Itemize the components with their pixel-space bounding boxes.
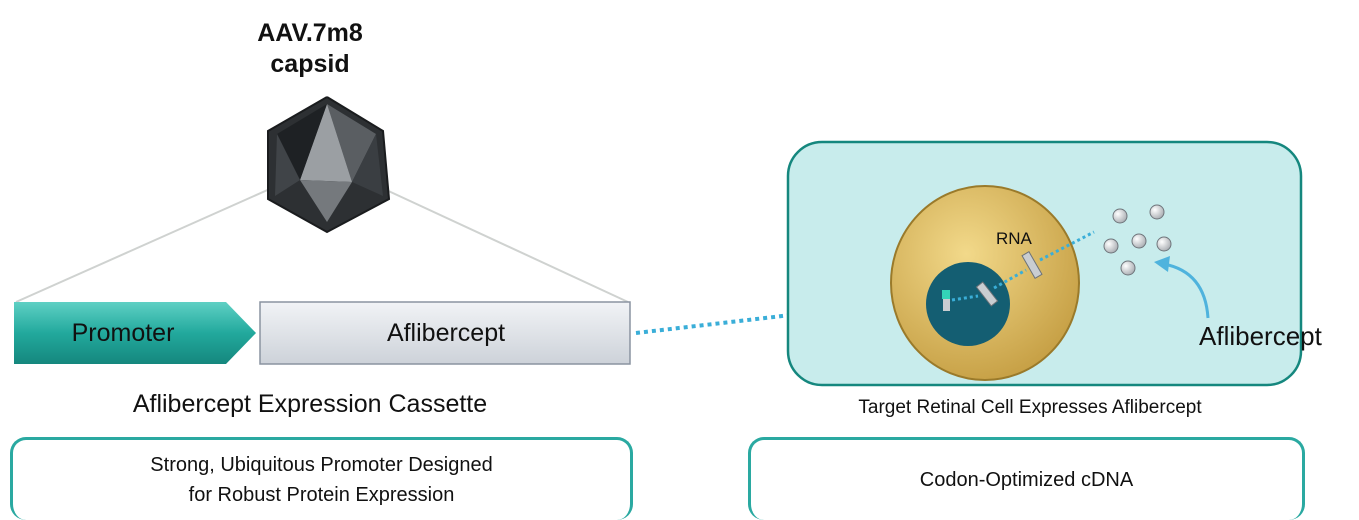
aflibercept-gene-block bbox=[259, 301, 631, 365]
promoter-label: Promoter bbox=[71, 319, 175, 347]
protein-pointer-arrowhead bbox=[1154, 256, 1170, 272]
rna-label: RNA bbox=[996, 229, 1032, 248]
protein-label: Aflibercept bbox=[1199, 321, 1322, 351]
secreted-aflibercept bbox=[1103, 204, 1172, 276]
cassette-caption: Aflibercept Expression Cassette bbox=[132, 390, 488, 418]
capsid-title-line1: AAV.7m8 bbox=[257, 19, 363, 47]
promoter-note-line1: Strong, Ubiquitous Promoter Designed bbox=[150, 454, 493, 476]
gene-label: Aflibercept bbox=[386, 319, 506, 347]
transcription-path bbox=[951, 294, 979, 302]
projection-line-left bbox=[15, 187, 273, 303]
secretion-path bbox=[1039, 230, 1095, 262]
promoter-note-line2: for Robust Protein Expression bbox=[188, 484, 455, 506]
promoter-arrow bbox=[14, 302, 256, 364]
cdna-note-text: Codon-Optimized cDNA bbox=[919, 469, 1134, 491]
rna-in-nucleus bbox=[975, 281, 999, 307]
capsid-icon bbox=[267, 96, 391, 234]
cdna-note-box: Codon-Optimized cDNA bbox=[748, 437, 1305, 520]
transcript-marker bbox=[943, 299, 950, 311]
capsid-title: AAV.7m8 capsid bbox=[210, 18, 410, 80]
capsid-title-line2: capsid bbox=[270, 50, 350, 78]
projection-line-right bbox=[381, 187, 629, 303]
promoter-note-box: Strong, Ubiquitous Promoter Designed for… bbox=[10, 437, 633, 520]
cell-caption: Target Retinal Cell Expresses Aflibercep… bbox=[858, 397, 1202, 418]
nucleus bbox=[926, 262, 1010, 346]
dna-marker bbox=[942, 290, 950, 299]
protein-pointer bbox=[1163, 262, 1210, 319]
rna-in-cytoplasm bbox=[1021, 251, 1043, 279]
export-path bbox=[993, 268, 1027, 290]
